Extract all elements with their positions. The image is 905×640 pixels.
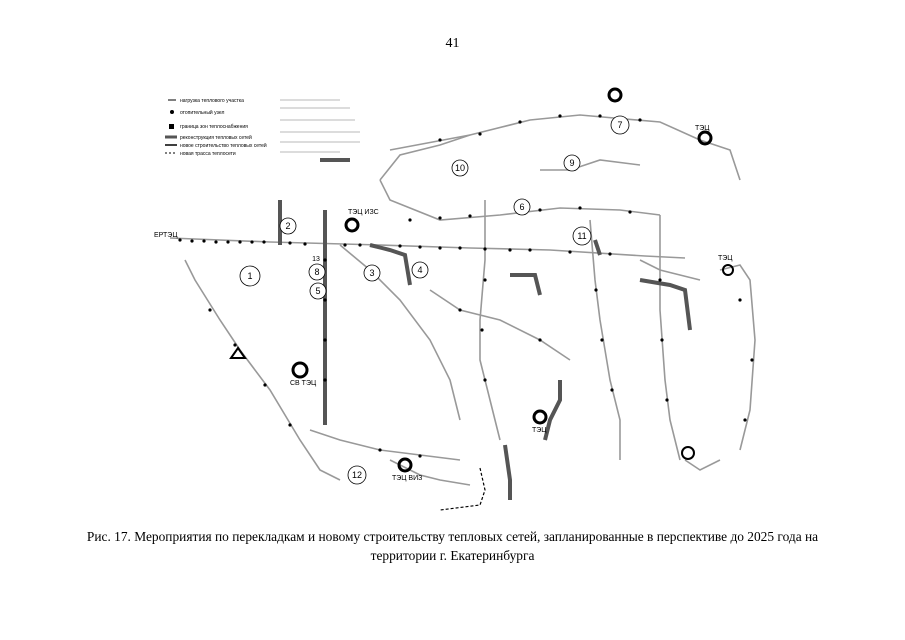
zone-number: 6 (519, 202, 524, 212)
zone-marker: 5 (309, 282, 327, 300)
heat-network-figure: нагрузка теплового участка отопительный … (140, 80, 765, 520)
plant-label: ТЭЦ (532, 427, 547, 434)
plant-label: ТЭЦ ВИЗ (392, 475, 422, 482)
zone-marker: 7 (610, 115, 630, 135)
legend-item: реконструкция тепловых сетей (165, 134, 252, 141)
network-nodes (178, 114, 754, 458)
plant-label: ТЭЦ ИЗС (348, 209, 379, 216)
zone-number: 5 (315, 286, 320, 296)
zone-marker: 13 (312, 256, 320, 263)
zone-marker: 1 (239, 265, 261, 287)
existing-network (169, 114, 756, 486)
triangle-marker-icon (229, 346, 247, 359)
figure-caption: Рис. 17. Мероприятия по перекладкам и но… (20, 527, 885, 565)
plant-label: ТЭЦ (718, 255, 733, 262)
zone-number: 9 (569, 158, 574, 168)
plant-label: СВ ТЭЦ (290, 380, 317, 387)
zone-number: 1 (247, 271, 252, 281)
legend-label: граница зон теплоснабжения (180, 124, 248, 130)
plant-icon (344, 217, 360, 233)
legend-label: нагрузка теплового участка (180, 98, 244, 104)
zone-marker: 4 (411, 261, 429, 279)
legend-label: отопительный узел (180, 109, 224, 116)
caption-line: Рис. 17. Мероприятия по перекладкам и но… (86, 529, 819, 544)
legend-item: новая трасса теплосети (165, 151, 236, 157)
legend-label: новое строительство тепловых сетей (180, 142, 267, 149)
plant-icon (681, 446, 695, 460)
plant-label: ЕРТЭЦ (154, 232, 178, 239)
zone-number: 8 (314, 267, 319, 277)
zone-number: 4 (417, 265, 422, 275)
zone-number: 3 (369, 268, 374, 278)
plant-icon (722, 264, 734, 276)
page-number: 41 (445, 36, 460, 51)
legend-item: нагрузка теплового участка (168, 98, 244, 104)
zone-marker: 8 (308, 263, 326, 281)
zone-markers: 1 2 3 4 5 6 7 8 9 10 11 12 13 (239, 115, 630, 485)
new-route (439, 467, 486, 511)
zone-number: 2 (285, 221, 290, 231)
zone-marker: 2 (279, 217, 297, 235)
plant-label: ТЭЦ (695, 125, 710, 132)
legend: нагрузка теплового участка отопительный … (165, 98, 360, 157)
plant-icon (607, 87, 623, 103)
zone-marker: 10 (451, 159, 469, 177)
zone-number: 13 (312, 256, 320, 263)
caption-line: территории г. Екатеринбурга (370, 548, 535, 563)
plant-icon (532, 409, 548, 425)
zone-marker: 12 (347, 465, 367, 485)
zone-marker: 11 (572, 226, 592, 246)
legend-label: реконструкция тепловых сетей (180, 134, 252, 141)
zone-number: 12 (352, 470, 362, 480)
zone-number: 11 (577, 231, 586, 241)
legend-item: граница зон теплоснабжения (169, 124, 248, 130)
plant-icon (291, 361, 309, 379)
plant-labels: ЕРТЭЦ ТЭЦ ИЗС СВ ТЭЦ ТЭЦ ВИЗ ТЭЦ ТЭЦ ТЭЦ (154, 125, 733, 482)
zone-marker: 6 (513, 198, 531, 216)
heat-network-schematic: нагрузка теплового участка отопительный … (140, 80, 765, 520)
zone-marker: 9 (563, 154, 581, 172)
legend-label: новая трасса теплосети (180, 151, 236, 157)
zone-number: 10 (455, 163, 465, 173)
plant-icon (697, 130, 713, 146)
zone-marker: 3 (363, 264, 381, 282)
legend-item: новое строительство тепловых сетей (165, 142, 267, 149)
plant-symbols (291, 87, 734, 473)
legend-item: отопительный узел (170, 109, 224, 116)
zone-number: 7 (617, 120, 622, 130)
plant-icon (397, 457, 413, 473)
